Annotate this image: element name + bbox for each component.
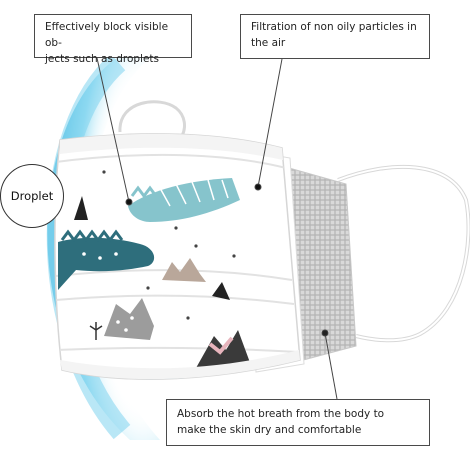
droplet-label: Droplet bbox=[0, 164, 64, 228]
callout-leaders bbox=[96, 57, 338, 400]
callout-block-droplets: Effectively block visible ob- jects such… bbox=[34, 14, 192, 65]
callout-text-line: Filtration of non oily particles in bbox=[251, 21, 417, 33]
crocodile-dark bbox=[58, 237, 155, 290]
ear-loop-right bbox=[337, 164, 470, 343]
callout-text-line: the air bbox=[251, 37, 286, 49]
callout-absorb-breath: Absorb the hot breath from the body to m… bbox=[166, 399, 430, 446]
callout-text-line: Effectively block visible ob- bbox=[45, 21, 169, 49]
callout-filtration: Filtration of non oily particles in the … bbox=[240, 14, 430, 59]
droplet-text: Droplet bbox=[10, 189, 54, 203]
mask-body bbox=[54, 133, 301, 380]
ear-loop-top bbox=[118, 100, 186, 137]
callout-text-line: make the skin dry and comfortable bbox=[177, 424, 362, 436]
callout-text-line: jects such as droplets bbox=[45, 53, 160, 65]
callout-text-line: Absorb the hot breath from the body to bbox=[177, 408, 385, 420]
